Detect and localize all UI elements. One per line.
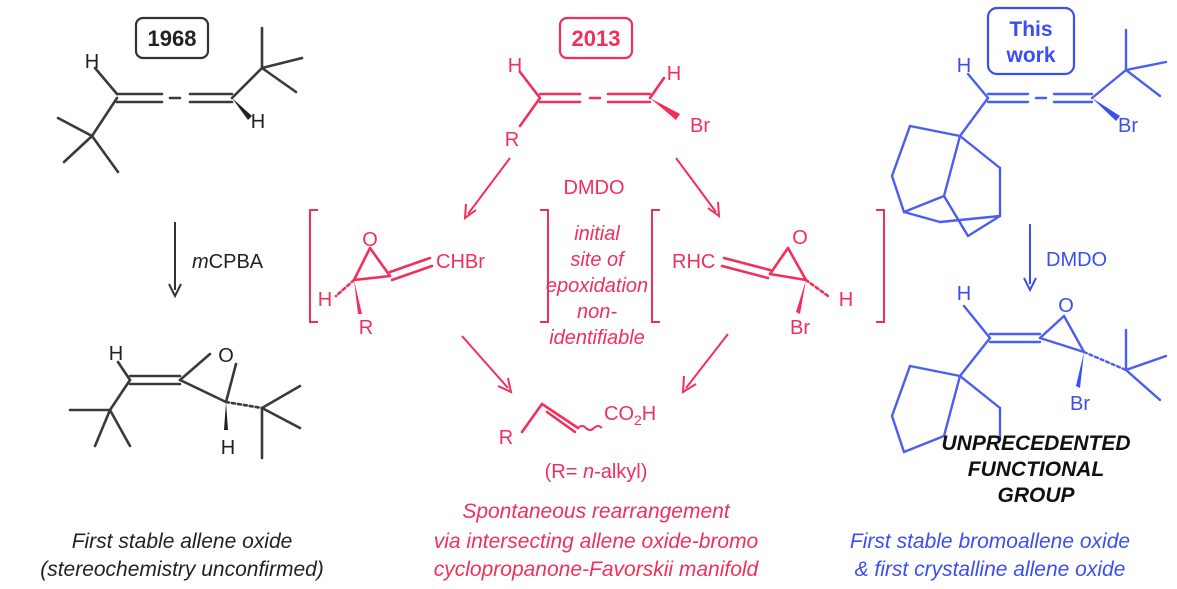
note-line: epoxidation (546, 275, 648, 297)
h-label: H (508, 55, 522, 77)
arrow-head (681, 375, 697, 394)
rhc-label: RHC (672, 251, 715, 273)
br-label: Br (1070, 393, 1090, 415)
note-line: non- (577, 301, 617, 323)
allene-1968 (56, 26, 304, 174)
arrow-right-converge (685, 333, 729, 389)
acrylic-acid-product (520, 402, 603, 434)
year-1968: 1968 (148, 26, 197, 51)
h-label: H (109, 343, 123, 365)
h-label: H (221, 437, 235, 459)
oxygen-label: O (792, 227, 808, 249)
co2h-label: CO2H (604, 403, 656, 428)
caption-2013-line: cyclopropanone-Favorskii manifold (434, 558, 760, 581)
panel-2013: 2013 H R H Br DMDO (309, 16, 885, 581)
unprecedented-line: GROUP (997, 484, 1075, 507)
year-2013: 2013 (572, 26, 621, 51)
year-box-1968 (134, 16, 210, 60)
arrow-right-down (675, 157, 717, 213)
arrow-head (463, 203, 477, 221)
bracket-right (876, 209, 885, 323)
h-label: H (839, 289, 853, 311)
this-work-line2: work (1005, 44, 1055, 67)
h-label: H (318, 289, 332, 311)
bromoallene-2013 (518, 70, 680, 128)
panel-this-work: This work (850, 6, 1168, 581)
caption-2013-line: via intersecting allene oxide-bromo (434, 530, 759, 553)
epoxide-left (334, 246, 434, 314)
br-label: Br (1118, 115, 1138, 137)
allene-oxide-1968 (68, 352, 302, 460)
bracket-left (309, 209, 318, 323)
h-label: H (957, 283, 971, 305)
caption-2013-line: Spontaneous rearrangement (462, 500, 731, 523)
bromoallene-oxide-product (890, 304, 1168, 454)
epoxide-right (720, 246, 830, 314)
unprecedented-line: UNPRECEDENTED (941, 432, 1130, 455)
r-label: R (505, 129, 519, 151)
year-box-this-work (986, 6, 1076, 76)
arrow-head (707, 201, 721, 219)
bracket-right (651, 209, 660, 323)
h-label: H (85, 51, 99, 73)
reagent-mcpba: mCPBA (192, 251, 264, 273)
r-label: R (359, 317, 373, 339)
r-label: R (499, 427, 513, 449)
caption-this-work-line1: First stable bromoallene oxide (850, 530, 1130, 553)
note-line: identifiable (549, 327, 645, 349)
oxygen-label: O (218, 345, 234, 367)
adamantyl-bromoallene (890, 28, 1168, 238)
r-definition: (R= n-alkyl) (545, 461, 648, 483)
arrow-head (168, 283, 182, 299)
br-label: Br (690, 115, 710, 137)
caption-1968-line1: First stable allene oxide (72, 530, 293, 553)
arrow-left-down (467, 157, 511, 215)
note-line: site of (570, 249, 626, 271)
this-work-line1: This (1009, 18, 1052, 41)
caption-this-work-line2: & first crystalline allene oxide (855, 558, 1126, 581)
h-label: H (251, 111, 265, 133)
caption-1968-line2: (stereochemistry unconfirmed) (40, 558, 324, 581)
unprecedented-line: FUNCTIONAL (968, 458, 1104, 481)
chbr-label: CHBr (436, 251, 485, 273)
arrow-left-converge (461, 335, 509, 389)
oxygen-label: O (362, 229, 378, 251)
bracket-left (540, 209, 549, 323)
arrow-head (1023, 277, 1037, 293)
arrow-head (497, 377, 513, 394)
h-label: H (667, 63, 681, 85)
note-line: initial (574, 223, 620, 245)
br-label: Br (790, 317, 810, 339)
h-label: H (957, 55, 971, 77)
year-box-2013 (558, 16, 634, 60)
reagent-dmdo: DMDO (1046, 249, 1107, 271)
oxygen-label: O (1058, 295, 1074, 317)
panel-1968: 1968 H H mCPBA (40, 16, 324, 581)
reagent-dmdo: DMDO (563, 177, 624, 199)
